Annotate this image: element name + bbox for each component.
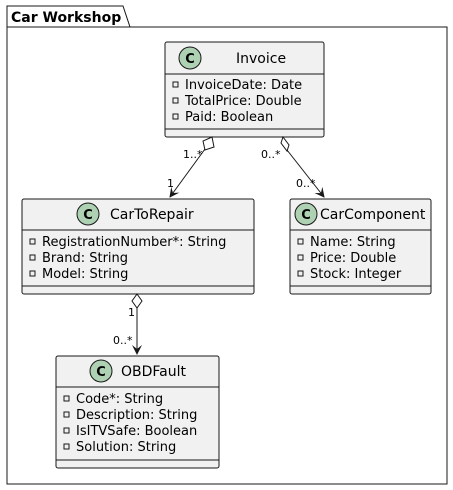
class-stereotype-glyph: C [83, 208, 93, 223]
class-attribute: Price: Double [310, 251, 396, 266]
private-visibility-icon [63, 395, 70, 402]
class-name: OBDFault [121, 364, 187, 380]
class-name: CarToRepair [110, 207, 194, 223]
package-title: Car Workshop [11, 10, 121, 26]
aggregation-diamond-icon [131, 293, 143, 309]
class-name: Invoice [236, 51, 286, 67]
class-stereotype-glyph: C [96, 365, 106, 380]
class-obdfault[interactable]: C OBDFault Code*: String Description: St… [55, 355, 220, 469]
multiplicity-label: 0..* [261, 148, 281, 161]
private-visibility-icon [63, 443, 70, 450]
class-carcomponent[interactable]: C CarComponent Name: String Price: Doubl… [289, 198, 432, 295]
class-name: CarComponent [320, 207, 426, 223]
package-car-workshop: Car Workshop [6, 5, 448, 485]
class-attribute: Solution: String [76, 440, 176, 455]
class-attribute: Model: String [42, 267, 128, 282]
class-attribute: Description: String [76, 408, 197, 423]
multiplicity-label: 1..* [183, 148, 203, 161]
private-visibility-icon [297, 238, 304, 245]
class-stereotype-icon [294, 202, 318, 226]
multiplicity-label: 1 [167, 177, 174, 190]
private-visibility-icon [172, 113, 179, 120]
multiplicity-label: 0..* [113, 334, 133, 347]
class-cartorepair[interactable]: C CarToRepair RegistrationNumber*: Strin… [21, 198, 255, 295]
private-visibility-icon [172, 81, 179, 88]
class-stereotype-icon [76, 202, 100, 226]
aggregation-diamond-icon [202, 136, 215, 151]
private-visibility-icon [29, 238, 36, 245]
class-attribute: Code*: String [76, 392, 163, 407]
class-attribute: RegistrationNumber*: String [42, 235, 226, 250]
class-attribute: Name: String [310, 235, 396, 250]
multiplicity-label: 1 [128, 306, 135, 319]
class-invoice[interactable]: C Invoice InvoiceDate: Date TotalPrice: … [164, 41, 325, 138]
private-visibility-icon [297, 270, 304, 277]
aggregation-diamond-icon [280, 135, 290, 153]
private-visibility-icon [29, 254, 36, 261]
class-attribute: Paid: Boolean [185, 110, 273, 125]
private-visibility-icon [63, 411, 70, 418]
relation-cartorepair-obdfault: 1 0..* [113, 293, 143, 355]
private-visibility-icon [172, 97, 179, 104]
private-visibility-icon [29, 270, 36, 277]
class-attribute: TotalPrice: Double [184, 94, 302, 109]
class-attribute: Brand: String [42, 251, 128, 266]
class-attribute: InvoiceDate: Date [185, 78, 302, 93]
multiplicity-label: 0..* [296, 177, 316, 190]
class-stereotype-icon [178, 46, 202, 70]
private-visibility-icon [63, 427, 70, 434]
class-stereotype-icon [89, 359, 113, 383]
private-visibility-icon [297, 254, 304, 261]
class-stereotype-glyph: C [185, 52, 195, 67]
relation-invoice-cartorepair: 1..* 1 [167, 136, 215, 198]
class-attribute: Stock: Integer [310, 267, 402, 282]
class-attribute: IsITVSafe: Boolean [76, 424, 197, 439]
relation-invoice-carcomponent: 0..* 0..* [261, 135, 325, 198]
class-stereotype-glyph: C [301, 208, 311, 223]
